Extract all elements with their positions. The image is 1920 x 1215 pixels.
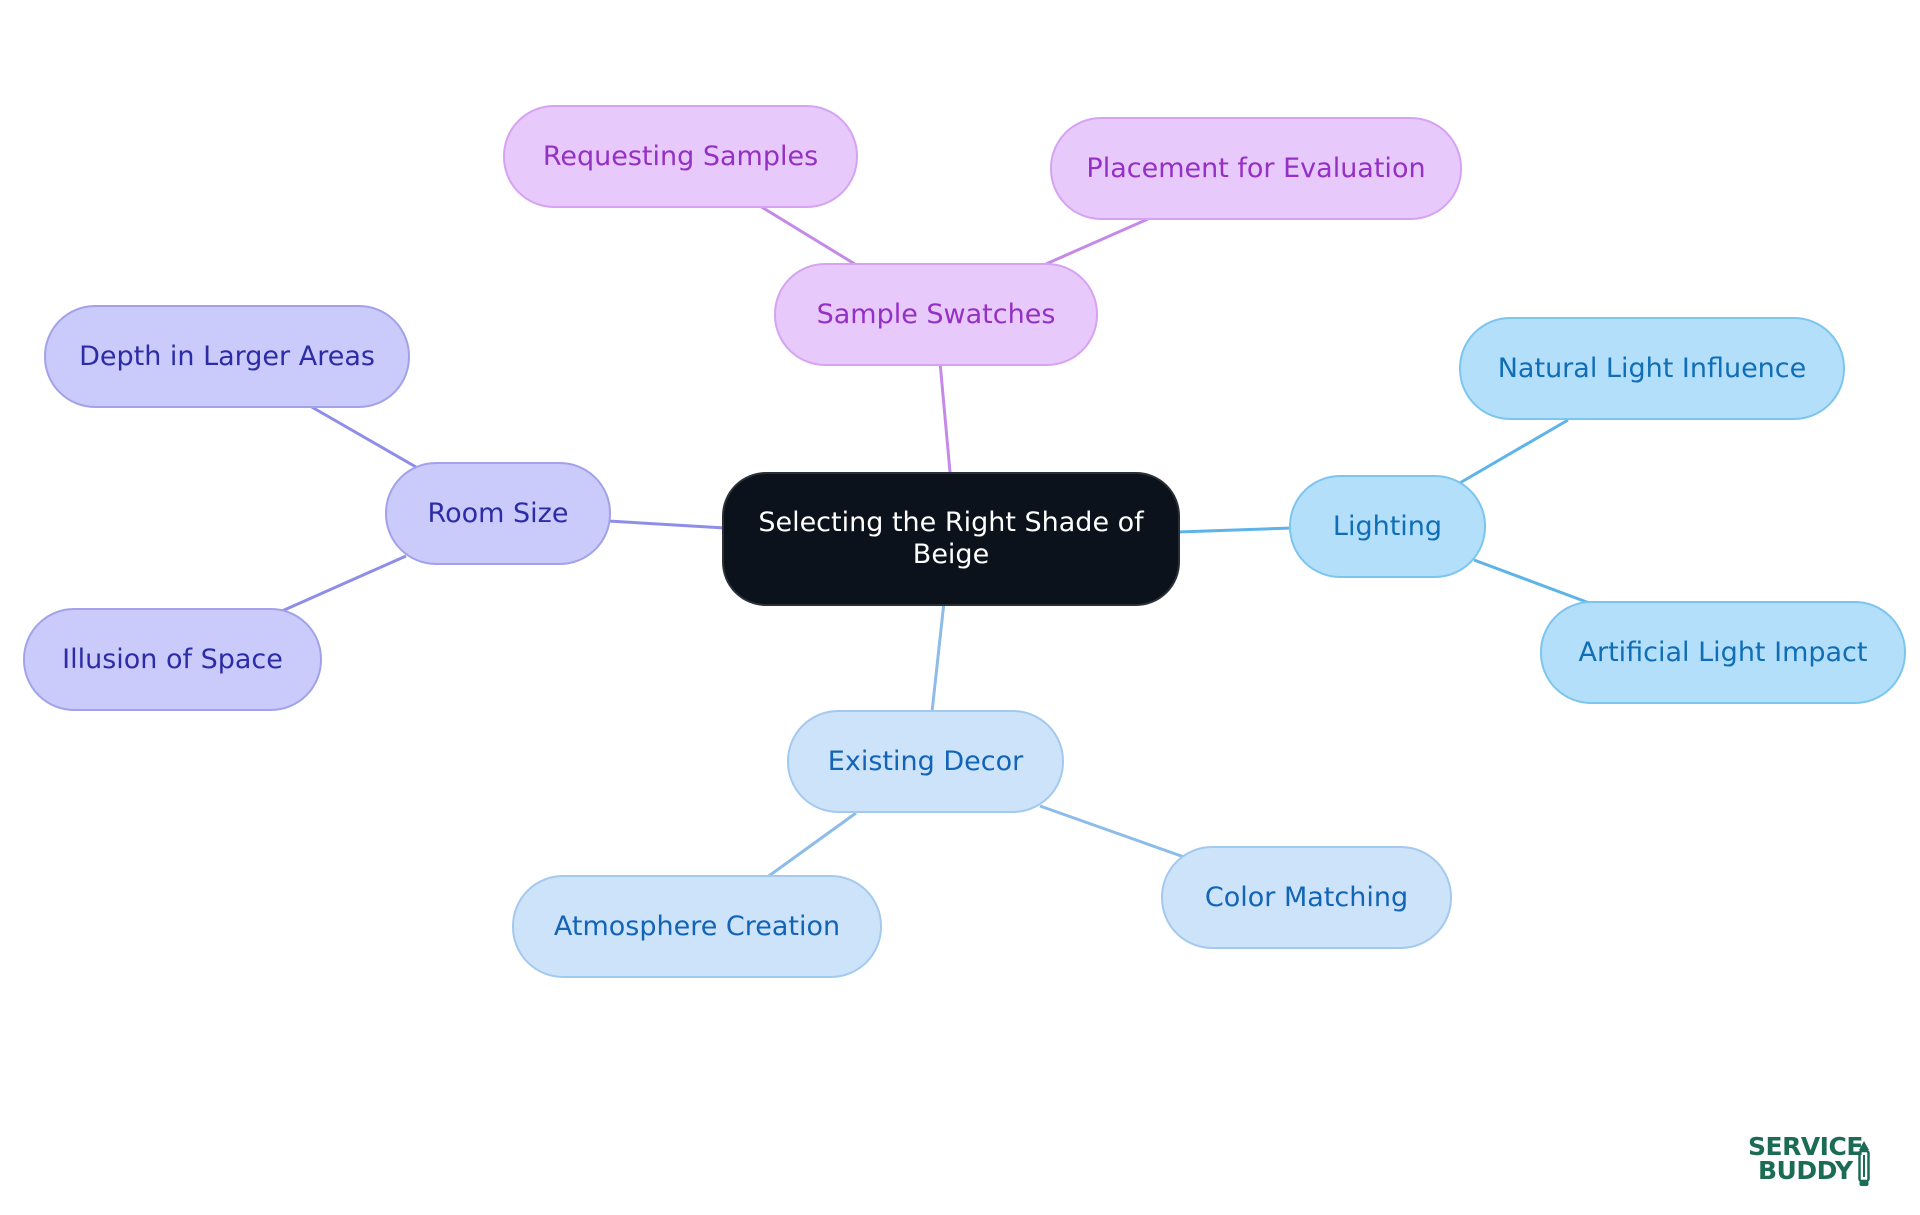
leaf-node-atmosphere-creation[interactable]: Atmosphere Creation [512, 875, 882, 978]
leaf-node-placement-for-evaluation[interactable]: Placement for Evaluation [1050, 117, 1462, 220]
link-lighting-artificial [1473, 558, 1593, 606]
branch-node-room-size[interactable]: Room Size [385, 462, 611, 565]
link-sample-swatches-placement [1045, 217, 1149, 266]
leaf-node-natural-light-influence[interactable]: Natural Light Influence [1459, 317, 1845, 420]
leaf-label-color-matching: Color Matching [1204, 881, 1409, 913]
central-topic-node[interactable]: Selecting the Right Shade of Beige [722, 472, 1180, 606]
branch-label-room-size: Room Size [427, 497, 569, 529]
link-lighting-natural [1457, 418, 1569, 486]
leaf-label-atmosphere-creation: Atmosphere Creation [553, 910, 841, 942]
leaf-label-requesting-samples: Requesting Samples [542, 140, 819, 172]
branch-label-sample-swatches: Sample Swatches [816, 298, 1056, 330]
leaf-label-placement-for-evaluation: Placement for Evaluation [1086, 152, 1426, 184]
link-center-lighting [1177, 526, 1293, 534]
branch-label-existing-decor: Existing Decor [827, 745, 1024, 777]
leaf-node-illusion-of-space[interactable]: Illusion of Space [23, 608, 322, 711]
link-center-sample-swatches [938, 361, 952, 473]
link-existing-decor-atmosphere [765, 811, 857, 880]
service-buddy-logo: SERVICE BUDDY [1748, 1132, 1878, 1191]
pencil-icon [1858, 1141, 1870, 1186]
branch-label-lighting: Lighting [1332, 510, 1443, 542]
branch-node-existing-decor[interactable]: Existing Decor [787, 710, 1064, 813]
central-topic-label: Selecting the Right Shade of Beige [758, 507, 1144, 570]
leaf-label-artificial-light-impact: Artificial Light Impact [1578, 636, 1868, 668]
leaf-node-requesting-samples[interactable]: Requesting Samples [503, 105, 858, 208]
link-room-size-illusion [281, 554, 407, 613]
branch-node-lighting[interactable]: Lighting [1289, 475, 1486, 578]
logo-line-1: SERVICE [1748, 1132, 1863, 1161]
leaf-node-color-matching[interactable]: Color Matching [1161, 846, 1452, 949]
leaf-label-illusion-of-space: Illusion of Space [62, 643, 283, 675]
logo-line-2: BUDDY [1758, 1156, 1853, 1185]
logo-wordmark: SERVICE BUDDY [1748, 1132, 1863, 1185]
link-room-size-depth [309, 404, 417, 469]
link-center-room-size [607, 519, 726, 530]
link-existing-decor-color-matching [1039, 804, 1185, 859]
leaf-label-depth-in-larger-areas: Depth in Larger Areas [79, 340, 375, 372]
branch-node-sample-swatches[interactable]: Sample Swatches [774, 263, 1098, 366]
leaf-node-artificial-light-impact[interactable]: Artificial Light Impact [1540, 601, 1906, 704]
link-sample-swatches-requesting-samples [759, 204, 859, 268]
link-center-existing-decor [930, 601, 946, 713]
leaf-node-depth-in-larger-areas[interactable]: Depth in Larger Areas [44, 305, 410, 408]
leaf-label-natural-light-influence: Natural Light Influence [1497, 352, 1807, 384]
